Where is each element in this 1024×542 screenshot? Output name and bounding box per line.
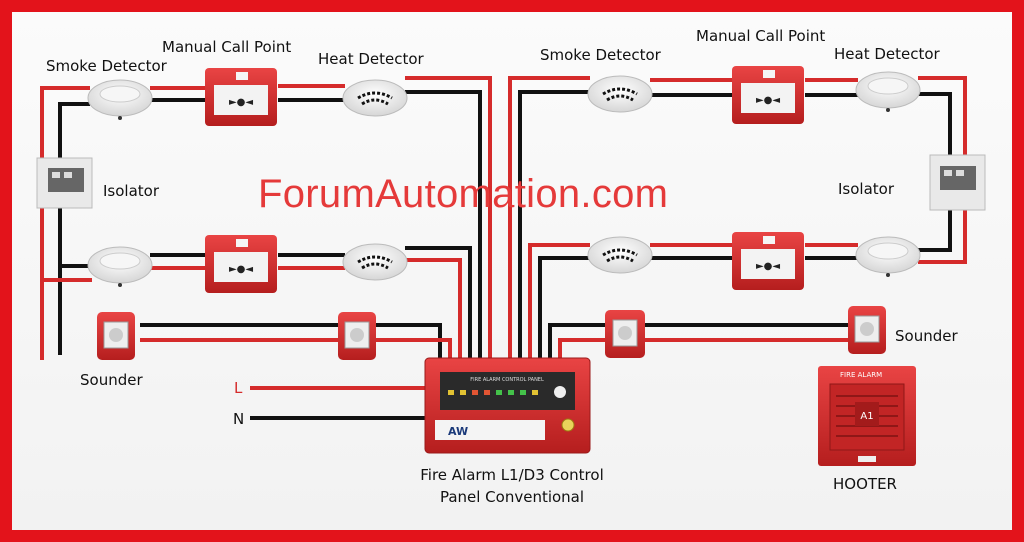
left-bottom-black-return xyxy=(405,246,472,375)
heat-detector-left-bottom xyxy=(342,243,408,281)
label-live: L xyxy=(234,379,243,397)
right-bottom-black-end xyxy=(918,210,952,252)
label-manual-call-point-left: Manual Call Point xyxy=(162,38,292,56)
sounder-right-1 xyxy=(605,310,645,358)
right-top-black-end xyxy=(918,92,952,160)
sounder-left-2 xyxy=(338,312,376,360)
panel-header-text: FIRE ALARM CONTROL PANEL xyxy=(470,377,544,383)
label-hooter: HOOTER xyxy=(833,475,897,493)
left-bottom-red-in xyxy=(40,200,92,282)
hooter-sign-text: FIRE ALARM xyxy=(840,371,882,379)
svg-text:►●◄: ►●◄ xyxy=(229,97,253,108)
label-isolator-left: Isolator xyxy=(103,182,160,200)
right-top-red-end xyxy=(918,76,967,160)
left-bottom-black-in xyxy=(58,200,92,268)
left-sounder-black xyxy=(140,323,442,375)
svg-text:►●◄: ►●◄ xyxy=(229,264,253,275)
control-panel: FIRE ALARM CONTROL PANEL AW xyxy=(424,357,591,454)
manual-call-point-right-bottom: ►●◄ xyxy=(732,232,804,290)
right-bottom-red-end xyxy=(918,210,967,264)
left-bottom-red-return xyxy=(405,258,462,375)
left-sounder-red xyxy=(140,338,452,375)
sounder-left-1 xyxy=(97,312,135,360)
watermark: ForumAutomation.com xyxy=(258,172,669,216)
left-top-red-wire xyxy=(40,86,90,360)
label-isolator-right: Isolator xyxy=(838,180,895,198)
smoke-detector-left-bottom xyxy=(87,246,153,287)
right-bottom-red-out xyxy=(528,243,590,375)
left-top-black-wire xyxy=(58,102,90,355)
manual-call-point-left-top: ►●◄ xyxy=(205,68,277,126)
right-top-red-out xyxy=(508,76,590,375)
label-control-panel-line1: Fire Alarm L1/D3 Control xyxy=(420,466,604,484)
svg-text:►●◄: ►●◄ xyxy=(756,261,780,272)
panel-logo-text: AW xyxy=(448,425,468,438)
label-heat-detector-left: Heat Detector xyxy=(318,50,424,68)
manual-call-point-right-top: ►●◄ xyxy=(732,66,804,124)
label-smoke-detector-left: Smoke Detector xyxy=(46,57,167,75)
left-top-black-return xyxy=(405,90,482,375)
smoke-detector-right-bottom xyxy=(587,236,653,274)
label-smoke-detector-right: Smoke Detector xyxy=(540,46,661,64)
label-sounder-left: Sounder xyxy=(80,371,143,389)
right-top-black-out xyxy=(518,90,590,375)
heat-detector-right-bottom xyxy=(855,236,921,277)
label-manual-call-point-right: Manual Call Point xyxy=(696,27,826,45)
panel-leds xyxy=(448,386,566,398)
svg-text:►●◄: ►●◄ xyxy=(756,95,780,106)
heat-detector-left-top xyxy=(342,79,408,117)
label-neutral: N xyxy=(233,410,245,428)
right-bottom-black-out xyxy=(538,256,590,375)
sounder-right-2 xyxy=(848,306,886,354)
power-wires xyxy=(250,386,425,420)
smoke-detector-left-top xyxy=(87,79,153,120)
manual-call-point-left-bottom: ►●◄ xyxy=(205,235,277,293)
label-control-panel-line2: Panel Conventional xyxy=(439,488,585,506)
hooter-device: FIRE ALARM A1 xyxy=(818,366,916,466)
left-top-red-return xyxy=(405,76,492,375)
isolator-left xyxy=(36,157,93,209)
heat-detector-right-top xyxy=(855,71,921,112)
label-sounder-right: Sounder xyxy=(895,327,958,345)
hooter-code-text: A1 xyxy=(860,411,873,422)
label-heat-detector-right: Heat Detector xyxy=(834,45,940,63)
isolator-right xyxy=(929,154,986,211)
smoke-detector-right-top xyxy=(587,75,653,113)
